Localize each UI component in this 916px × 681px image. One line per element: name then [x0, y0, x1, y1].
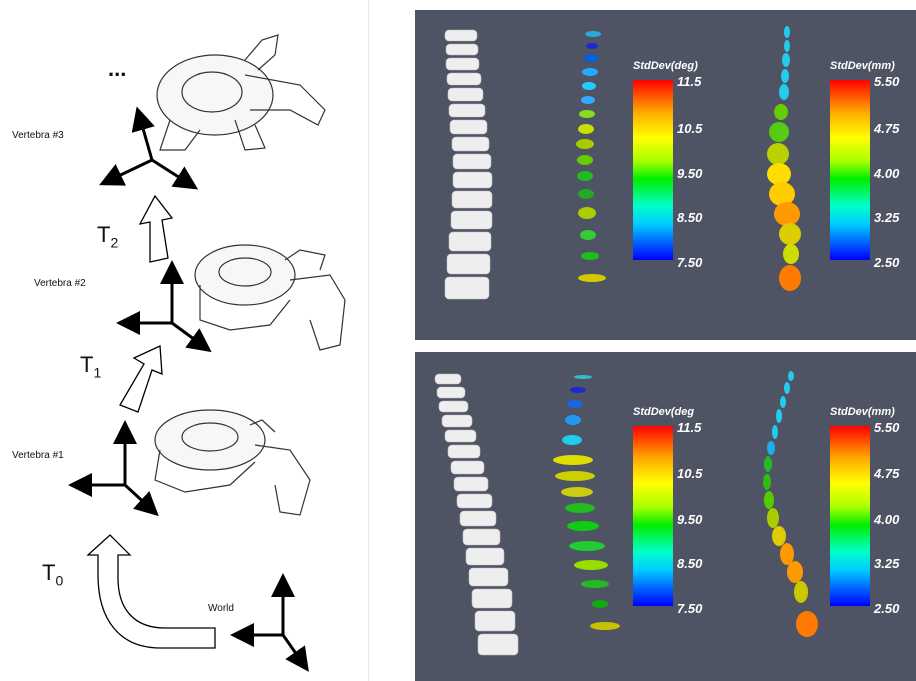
spine-visualization-bottom: StdDev(deg 11.5 10.5 9.50 8.50 7.50 StdD…: [415, 352, 916, 681]
top-spine-model: [445, 30, 492, 299]
label-t0: T0: [42, 560, 63, 588]
vertebra-2-sketch: [195, 245, 345, 350]
frame-2-axes: [128, 272, 202, 345]
bottom-mm-tick-5: 2.50: [874, 601, 899, 616]
bottom-mm-tick-2: 4.75: [874, 466, 899, 481]
top-deg-tick-4: 8.50: [677, 210, 702, 225]
t1-arrow: [120, 346, 162, 412]
continuation-dots: ...: [108, 56, 126, 82]
top-mm-tick-4: 3.25: [874, 210, 899, 225]
t2-arrow: [140, 196, 172, 262]
vertebra-1-sketch: [155, 410, 310, 515]
top-mm-tick-3: 4.00: [874, 166, 899, 181]
world-frame-axes: [242, 585, 302, 662]
bottom-mm-colorbar-title: StdDev(mm): [830, 406, 895, 418]
bottom-spine-model: [435, 374, 518, 655]
top-mm-colorbar-title: StdDev(mm): [830, 60, 895, 72]
top-deg-tick-3: 9.50: [677, 166, 702, 181]
label-world: World: [208, 603, 234, 614]
bottom-mm-tick-4: 3.25: [874, 556, 899, 571]
bottom-mm-tick-1: 5.50: [874, 420, 899, 435]
label-vertebra-2: Vertebra #2: [34, 278, 86, 289]
label-vertebra-3: Vertebra #3: [12, 130, 64, 141]
top-deg-colorbar: [633, 80, 673, 260]
bottom-mm-colorbar: [830, 426, 870, 606]
top-mm-tick-2: 4.75: [874, 121, 899, 136]
vertebra-3-sketch: [157, 35, 325, 150]
bottom-deg-colorbar: [633, 426, 673, 606]
bottom-deg-colorbar-title: StdDev(deg: [633, 406, 694, 418]
bottom-mm-tick-3: 4.00: [874, 512, 899, 527]
bottom-deg-tick-1: 11.5: [677, 420, 701, 435]
frame-1-axes: [80, 432, 150, 508]
top-deg-tick-5: 7.50: [677, 255, 702, 270]
top-mm-tick-1: 5.50: [874, 74, 899, 89]
label-vertebra-1: Vertebra #1: [12, 450, 64, 461]
bottom-orientation-ellipsoids: [553, 375, 620, 630]
bottom-deg-tick-2: 10.5: [677, 466, 702, 481]
top-position-ellipsoids: [767, 26, 801, 291]
label-t1: T1: [80, 352, 101, 380]
top-mm-colorbar: [830, 80, 870, 260]
top-deg-tick-1: 11.5: [677, 74, 701, 89]
spine-visualization-top: StdDev(deg) 11.5 10.5 9.50 8.50 7.50 Std…: [415, 10, 916, 340]
vertebra-transform-diagram: ... Vertebra #3 Vertebra #2 Vertebra #1 …: [0, 0, 372, 681]
bottom-deg-tick-4: 8.50: [677, 556, 702, 571]
column-divider: [368, 0, 369, 681]
top-deg-colorbar-title: StdDev(deg): [633, 60, 698, 72]
t0-arrow: [88, 535, 215, 648]
top-deg-tick-2: 10.5: [677, 121, 702, 136]
top-orientation-ellipsoids: [576, 31, 606, 282]
bottom-position-ellipsoids: [763, 371, 818, 637]
label-t2: T2: [97, 222, 118, 250]
top-mm-tick-5: 2.50: [874, 255, 899, 270]
bottom-deg-tick-5: 7.50: [677, 601, 702, 616]
bottom-deg-tick-3: 9.50: [677, 512, 702, 527]
